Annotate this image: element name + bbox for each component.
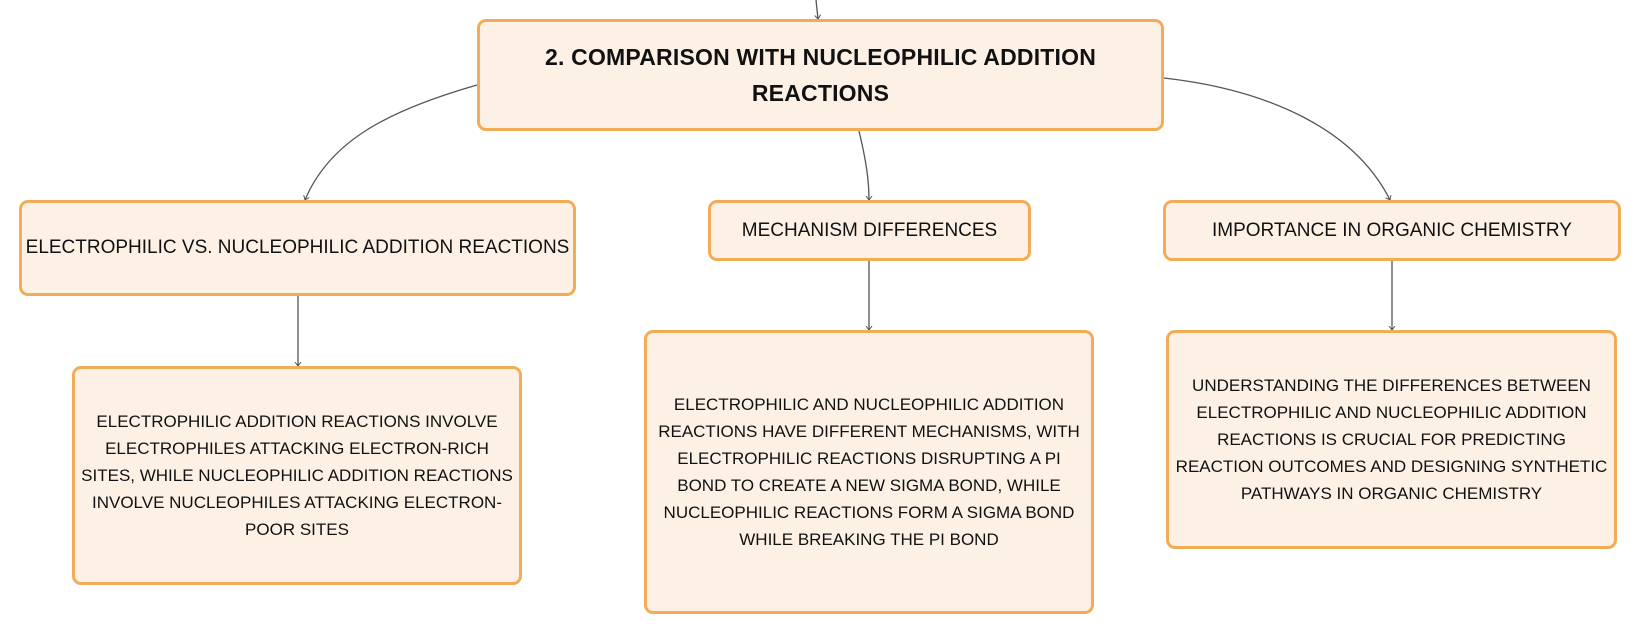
detail-node-text: ELECTROPHILIC AND NUCLEOPHILIC ADDITION … (658, 395, 1080, 549)
topic-node-label: IMPORTANCE IN ORGANIC CHEMISTRY (1212, 219, 1572, 241)
detail-node-text: UNDERSTANDING THE DIFFERENCES BETWEEN EL… (1175, 376, 1608, 503)
connector-root-to-topic-3 (1163, 77, 1390, 200)
detail-node-electrophilic-vs-nucleophilic[interactable]: ELECTROPHILIC ADDITION REACTIONS INVOLVE… (72, 366, 522, 585)
root-node-title: 2. COMPARISON WITH NUCLEOPHILIC ADDITION… (544, 44, 1097, 106)
root-node[interactable]: 2. COMPARISON WITH NUCLEOPHILIC ADDITION… (477, 19, 1164, 131)
topic-node-label: MECHANISM DIFFERENCES (741, 219, 998, 241)
connector-root-to-topic-2 (858, 130, 869, 200)
topic-node-importance-in-organic-chemistry[interactable]: IMPORTANCE IN ORGANIC CHEMISTRY (1163, 200, 1621, 261)
connector-incoming-root (816, 0, 818, 19)
detail-node-importance-in-organic-chemistry[interactable]: UNDERSTANDING THE DIFFERENCES BETWEEN EL… (1166, 330, 1617, 549)
detail-node-text: ELECTROPHILIC ADDITION REACTIONS INVOLVE… (81, 412, 513, 539)
connector-root-to-topic-1 (305, 84, 478, 200)
topic-node-electrophilic-vs-nucleophilic[interactable]: ELECTROPHILIC VS. NUCLEOPHILIC ADDITION … (19, 200, 576, 296)
topic-node-label: ELECTROPHILIC VS. NUCLEOPHILIC ADDITION … (25, 237, 570, 258)
detail-node-mechanism-differences[interactable]: ELECTROPHILIC AND NUCLEOPHILIC ADDITION … (644, 330, 1094, 614)
topic-node-mechanism-differences[interactable]: MECHANISM DIFFERENCES (708, 200, 1031, 261)
